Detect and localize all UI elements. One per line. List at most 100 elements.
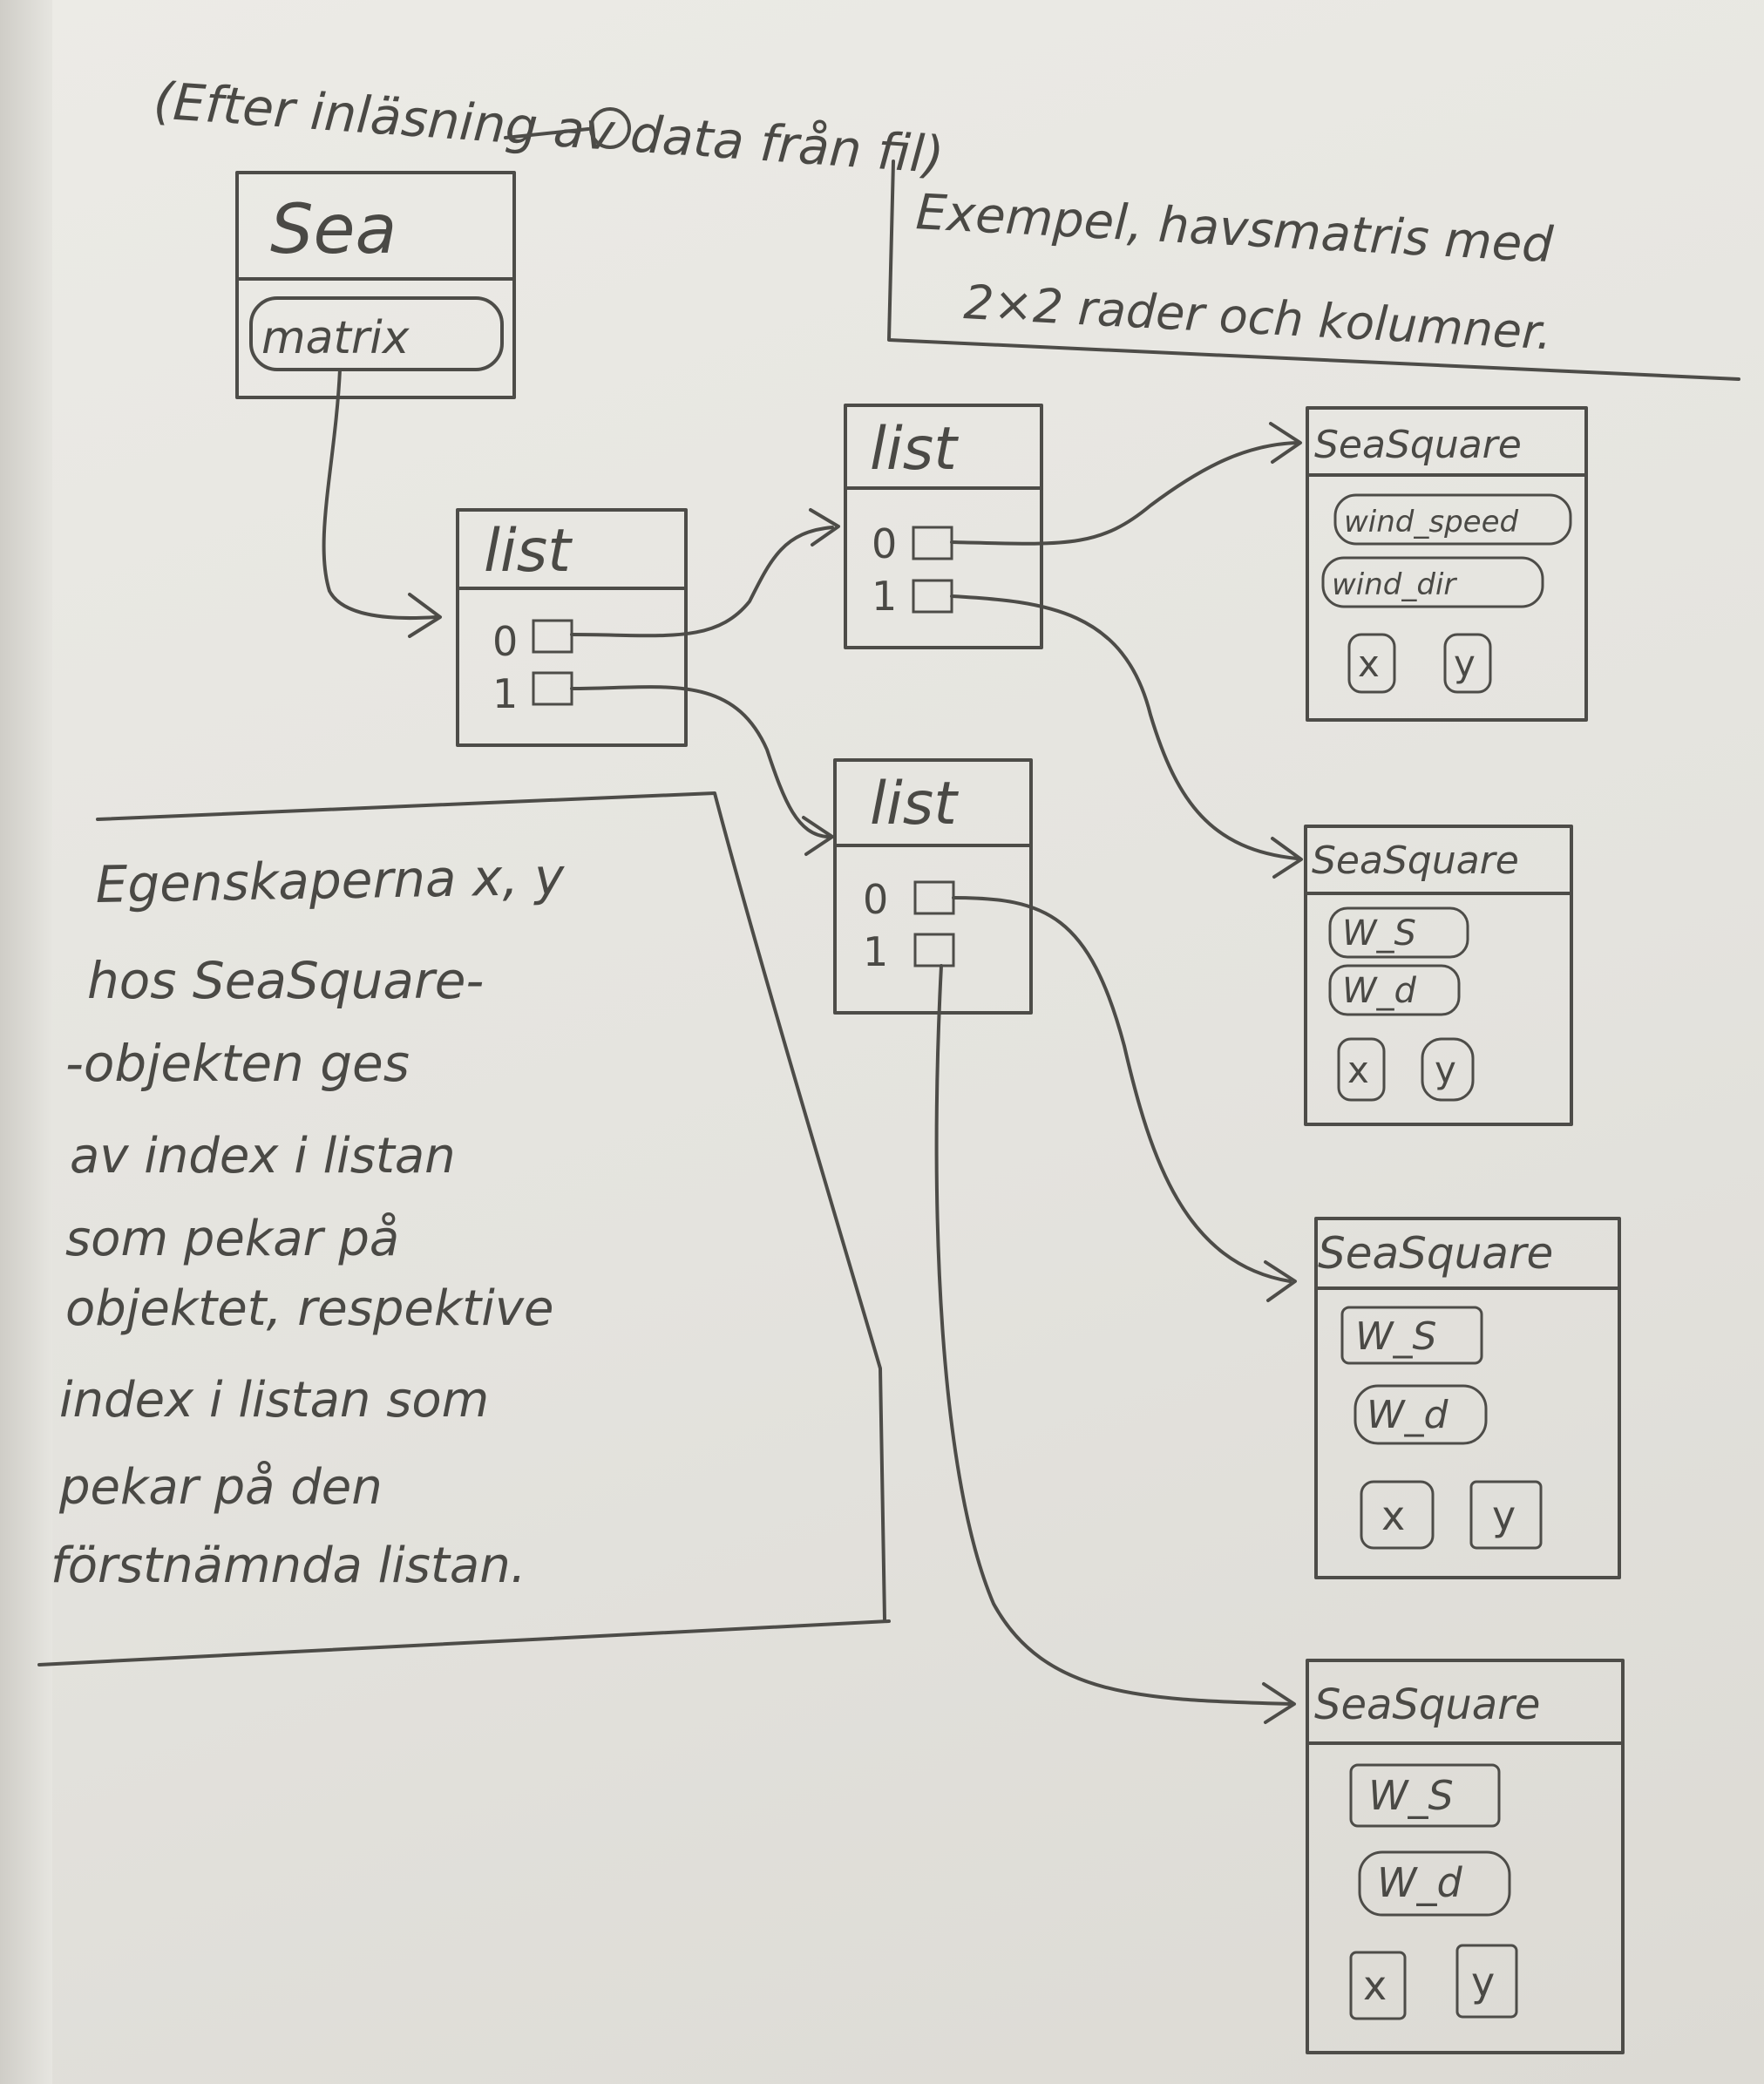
sea-square-4-x (1349, 1951, 1407, 2020)
sea-reference-handle (589, 107, 631, 149)
inner-list-a-box (844, 404, 1043, 649)
outer-list-box (456, 508, 688, 747)
sea-square-4-field-1 (1349, 1763, 1501, 1828)
sea-square-1-field-2-label: wind_dir (1332, 567, 1457, 602)
arrow-list-a-0-to-square-1-head (1269, 422, 1302, 464)
arrow-outer-1-to-list-b-head (802, 816, 834, 856)
sea-reference-line (504, 127, 590, 139)
outer-list-title: list (484, 517, 573, 586)
sea-square-3-field-2 (1354, 1384, 1488, 1445)
arrow-outer-0-to-list-a-head (809, 508, 840, 546)
inner-list-b-title: list (870, 770, 959, 838)
note-line-4: av index i listan (70, 1128, 456, 1185)
sea-square-2: SeaSquare W_S W_d x y (1304, 825, 1573, 1126)
sea-square-2-field-2 (1328, 964, 1461, 1016)
inner-list-a-index-0: 0 (872, 520, 897, 567)
outer-list-index-0: 0 (492, 618, 518, 665)
inner-list-b-index-0: 0 (863, 876, 888, 923)
sea-square-1-box (1306, 406, 1588, 722)
note-frame-bottom (37, 1619, 891, 1667)
arrow-list-a-1-to-square-2 (950, 594, 1299, 860)
sea-square-4-box (1306, 1659, 1625, 2054)
outer-list-slot-1 (532, 671, 573, 706)
header-text: (Efter inläsning av data från fil) (152, 71, 946, 185)
sea-square-3-y (1469, 1480, 1543, 1550)
sea-square-1-title: SeaSquare (1314, 423, 1522, 467)
inner-list-a-slot-1 (912, 579, 953, 614)
arrow-list-b-1-to-square-4 (934, 964, 1292, 1706)
arrow-list-a-1-to-square-2-head (1271, 837, 1303, 879)
note-frame-top-right (96, 791, 886, 1621)
binding-shadow (0, 0, 52, 2084)
sea-square-1-x-label: x (1358, 642, 1380, 685)
sea-square-2-y (1421, 1037, 1475, 1102)
sea-square-4-y-label: y (1471, 1958, 1495, 2006)
sea-square-2-field-1 (1328, 906, 1469, 959)
inner-list-b-box (833, 758, 1033, 1015)
inner-list-b-index-1: 1 (863, 928, 888, 975)
sea-square-1-y-label: y (1454, 642, 1476, 685)
note-line-3: -objekten ges (65, 1034, 410, 1093)
sea-square-3: SeaSquare W_S W_d x y (1314, 1217, 1621, 1579)
arrow-list-a-0-to-square-1 (950, 441, 1299, 546)
arrow-outer-1-to-list-b (570, 685, 830, 838)
sea-square-3-title: SeaSquare (1318, 1228, 1553, 1279)
sea-square-4-field-1-label: W_S (1368, 1772, 1454, 1819)
sea-object: Sea matrix (235, 107, 631, 399)
sea-square-3-field-1-label: W_S (1355, 1314, 1436, 1359)
inner-list-b: list 0 1 (833, 758, 1033, 1015)
sea-square-3-y-label: y (1492, 1492, 1516, 1539)
sea-square-1-field-2 (1321, 556, 1544, 608)
sea-square-4: SeaSquare W_S W_d x y (1306, 1659, 1625, 2054)
sea-square-3-field-1 (1340, 1306, 1483, 1365)
arrow-list-b-0-to-square-3 (952, 896, 1292, 1283)
note-line-8: pekar på den (58, 1459, 383, 1516)
example-note-line-1: Exempel, havsmatris med (914, 184, 1555, 274)
sea-square-3-x (1360, 1480, 1435, 1550)
sea-square-2-y-label: y (1435, 1049, 1456, 1091)
sea-square-2-box (1304, 825, 1573, 1126)
example-note: Exempel, havsmatris med 2×2 rader och ko… (887, 160, 1740, 381)
arrow-list-b-1-to-square-4-head (1262, 1682, 1296, 1724)
sea-square-1-field-1-label: wind_speed (1344, 505, 1519, 540)
note-line-7: index i listan som (59, 1372, 489, 1429)
arrow-matrix-to-outer-list-head (408, 593, 442, 638)
sea-square-2-field-1-label: W_S (1342, 913, 1416, 954)
inner-list-a-title: list (870, 415, 959, 484)
outer-list-index-1: 1 (492, 670, 518, 717)
sea-square-2-x (1337, 1037, 1386, 1102)
sea-square-4-field-2 (1358, 1850, 1511, 1917)
sea-square-2-title: SeaSquare (1312, 838, 1519, 883)
inner-list-b-slot-0 (913, 880, 955, 915)
inner-list-a-slot-0 (912, 526, 953, 560)
arrow-matrix-to-outer-list (322, 368, 438, 621)
sea-square-2-x-label: x (1347, 1049, 1369, 1091)
sea-square-1: SeaSquare wind_speed wind_dir x y (1306, 406, 1588, 722)
sea-square-4-y (1455, 1944, 1518, 2019)
note-line-9: förstnämnda listan. (51, 1538, 526, 1594)
sea-box (235, 171, 516, 399)
inner-list-b-slot-1 (913, 933, 955, 967)
sea-square-2-field-2-label: W_d (1342, 971, 1417, 1011)
outer-list: list 0 1 (456, 508, 688, 747)
sea-square-1-x (1347, 633, 1396, 694)
sea-square-4-x-label: x (1363, 1962, 1387, 2009)
inner-list-a: list 0 1 (844, 404, 1043, 649)
note-line-1: Egenskaperna x, y (95, 847, 566, 914)
sea-matrix-field (249, 296, 504, 371)
sea-square-1-y (1443, 633, 1492, 694)
arrow-outer-0-to-list-a (570, 526, 834, 638)
sea-square-3-box (1314, 1217, 1621, 1579)
note-line-2: hos SeaSquare- (87, 951, 484, 1010)
outer-list-slot-0 (532, 619, 573, 654)
explanation-note: Egenskaperna x, y hos SeaSquare- -objekt… (37, 791, 891, 1667)
sea-square-3-field-2-label: W_d (1367, 1393, 1449, 1437)
sea-square-4-field-2-label: W_d (1377, 1859, 1462, 1906)
sea-square-3-x-label: x (1381, 1492, 1405, 1539)
sea-matrix-label: matrix (261, 312, 410, 364)
note-line-6: objektet, respektive (65, 1280, 553, 1337)
sea-title: Sea (270, 191, 397, 269)
inner-list-a-index-1: 1 (872, 573, 897, 620)
